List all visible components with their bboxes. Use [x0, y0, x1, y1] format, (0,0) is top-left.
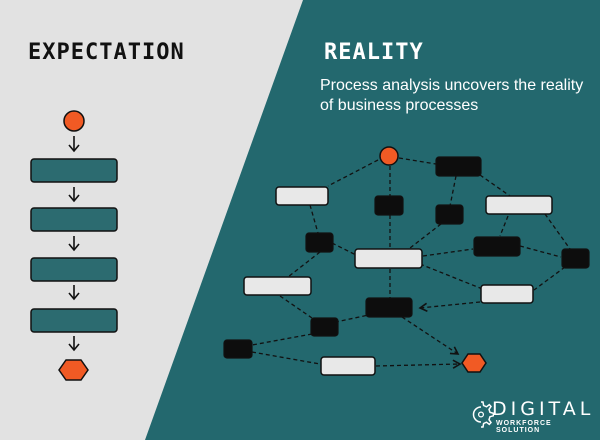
company-logo: DIGITAL WORKFORCE SOLUTION [468, 396, 598, 436]
reality-panel [145, 0, 600, 440]
connector [519, 245, 562, 258]
dark-process-box [223, 339, 253, 359]
dark-process-box [365, 297, 413, 318]
light-process-box [243, 276, 312, 296]
start-node [63, 110, 85, 132]
process-step [30, 308, 118, 333]
process-step [30, 207, 118, 232]
dark-process-box [374, 195, 404, 216]
dark-process-box [435, 156, 482, 177]
dark-process-box [561, 248, 590, 269]
connector [251, 333, 313, 346]
connector [331, 242, 357, 256]
connector [479, 174, 511, 197]
reality-start-node [379, 146, 399, 166]
light-process-box [354, 248, 423, 269]
connector [544, 213, 571, 250]
connector-arrow [375, 359, 462, 369]
connector [251, 351, 321, 365]
light-process-box [320, 356, 376, 376]
dark-process-box [305, 232, 334, 253]
process-step [30, 158, 118, 183]
flow-arrow-head [68, 144, 80, 153]
expectation-title: EXPECTATION [28, 40, 185, 65]
connector [335, 313, 374, 323]
dark-process-box [473, 236, 521, 257]
flow-arrow-head [68, 243, 80, 252]
light-process-box [275, 186, 329, 206]
flow-arrow-head [68, 292, 80, 301]
flow-arrow-head [68, 194, 80, 203]
connector [499, 215, 509, 237]
logo-wordmark: DIGITAL [492, 398, 595, 420]
connector [422, 248, 474, 257]
connector [309, 204, 319, 234]
light-process-box [480, 284, 534, 304]
expectation-flow [30, 110, 118, 381]
gear-icon [472, 401, 494, 428]
connector [327, 159, 379, 187]
reality-subtitle: Process analysis uncovers the reality of… [320, 77, 584, 114]
connector [419, 263, 486, 291]
process-step [30, 257, 118, 282]
logo-subtitle: WORKFORCE SOLUTION [496, 420, 552, 434]
dark-process-box [310, 317, 339, 337]
reality-end-node [461, 353, 487, 373]
reality-network [223, 146, 590, 376]
reality-title: REALITY [324, 40, 424, 65]
connector [449, 175, 457, 207]
light-process-box [485, 195, 553, 215]
end-node [58, 359, 89, 381]
connector-arrow [418, 301, 481, 313]
flow-arrow-head [68, 343, 80, 352]
dark-process-box [435, 204, 464, 225]
connector [398, 157, 437, 165]
